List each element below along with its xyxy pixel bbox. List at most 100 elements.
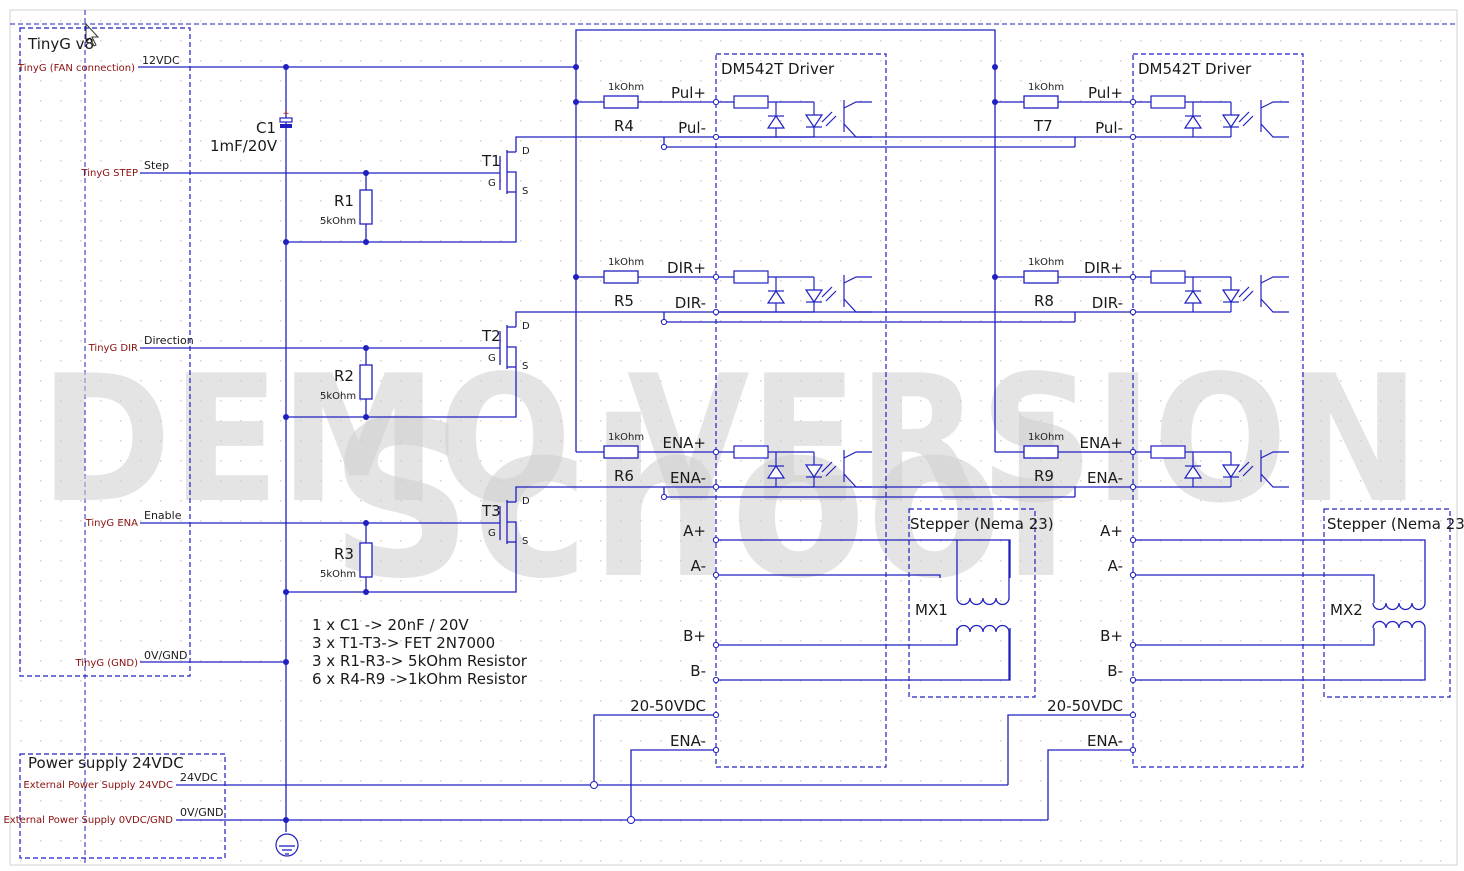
- stepper-2[interactable]: Stepper (Nema 23) MX2: [1323, 508, 1464, 698]
- svg-text:D: D: [522, 146, 530, 157]
- stepper-1-title: Stepper (Nema 23): [910, 515, 1054, 533]
- svg-text:T3: T3: [481, 502, 501, 520]
- resistor-r2[interactable]: R2 5kOhm: [320, 364, 373, 402]
- svg-text:6 x R4-R9 ->1kOhm Resistor: 6 x R4-R9 ->1kOhm Resistor: [312, 670, 528, 688]
- resistor-r1[interactable]: R1 5kOhm: [320, 189, 373, 227]
- pin-fan-connection: TinyG (FAN connection): [17, 63, 135, 74]
- c1-value: 1mF/20V: [210, 137, 278, 155]
- optocoupler-pul: [716, 95, 872, 138]
- svg-text:R4: R4: [614, 117, 634, 135]
- svg-text:ENA+: ENA+: [662, 434, 706, 452]
- driver-2[interactable]: DM542T Driver Pul+ Pul- DIR+ DIR- ENA+ E…: [1047, 53, 1304, 768]
- svg-text:R1: R1: [334, 192, 354, 210]
- stepper-2-title: Stepper (Nema 23): [1327, 515, 1464, 533]
- mosfet-t1[interactable]: T1 D G S: [481, 146, 530, 197]
- capacitor-c1[interactable]: + C1 1mF/20V: [210, 109, 293, 155]
- svg-text:D: D: [522, 496, 530, 507]
- pin-ext-24vdc: External Power Supply 24VDC: [23, 780, 173, 791]
- svg-text:R3: R3: [334, 545, 354, 563]
- driver-1-frame: [715, 53, 887, 768]
- pin-dir: TinyG DIR: [88, 343, 138, 354]
- pin-gnd: TinyG (GND): [75, 658, 139, 669]
- ground-icon: [275, 833, 299, 857]
- pin-connectors: [660, 98, 1137, 754]
- svg-text:B+: B+: [683, 627, 706, 645]
- tinyg-title: TinyG v8: [27, 35, 94, 53]
- net-ext-gnd: 0V/GND: [180, 806, 223, 819]
- stepper-1[interactable]: Stepper (Nema 23) MX1: [908, 508, 1054, 698]
- resistor-r8[interactable]: 1kOhm R8: [1023, 257, 1064, 310]
- driver-1-title: DM542T Driver: [721, 60, 835, 78]
- svg-text:DEMO VERSION: DEMO VERSION: [40, 339, 1420, 542]
- stepper-1-frame: [908, 508, 1036, 698]
- svg-text:B-: B-: [690, 662, 706, 680]
- svg-text:Pul+: Pul+: [1088, 84, 1123, 102]
- svg-text:School: School: [330, 375, 1070, 626]
- svg-text:20-50VDC: 20-50VDC: [1047, 697, 1123, 715]
- svg-text:G: G: [488, 528, 496, 539]
- svg-text:DIR+: DIR+: [1084, 259, 1123, 277]
- driver-2-frame: [1132, 53, 1304, 768]
- svg-text:A-: A-: [691, 557, 706, 575]
- svg-text:G: G: [488, 178, 496, 189]
- mouse-cursor-icon: [85, 22, 100, 47]
- svg-text:1kOhm: 1kOhm: [1028, 82, 1064, 93]
- svg-text:5kOhm: 5kOhm: [320, 391, 356, 402]
- svg-text:G: G: [488, 353, 496, 364]
- net-0v-gnd: 0V/GND: [144, 649, 187, 662]
- svg-text:T7: T7: [1033, 117, 1053, 135]
- svg-text:1kOhm: 1kOhm: [1028, 432, 1064, 443]
- stepper-1-name: MX1: [915, 601, 948, 619]
- coil-b-icon: [956, 624, 1010, 633]
- svg-text:A-: A-: [1108, 557, 1123, 575]
- svg-text:20-50VDC: 20-50VDC: [630, 697, 706, 715]
- resistor-t7[interactable]: 1kOhm T7: [1023, 82, 1064, 135]
- pin-step: TinyG STEP: [80, 168, 138, 179]
- svg-text:Pul-: Pul-: [678, 119, 706, 137]
- coil-a-icon: [956, 597, 1010, 606]
- mosfet-t2[interactable]: T2 D G S: [481, 321, 530, 372]
- resistor-r3[interactable]: R3 5kOhm: [320, 542, 373, 580]
- svg-text:R5: R5: [614, 292, 634, 310]
- svg-text:5kOhm: 5kOhm: [320, 569, 356, 580]
- power-supply-frame: [19, 753, 226, 859]
- coil-b-icon: [1372, 620, 1426, 629]
- junctions: [283, 64, 998, 824]
- net-step: Step: [144, 159, 169, 172]
- stepper-2-name: MX2: [1330, 601, 1363, 619]
- tinyg-block[interactable]: TinyG v8 TinyG (FAN connection) 12VDC Ti…: [17, 27, 194, 677]
- svg-text:Pul+: Pul+: [671, 84, 706, 102]
- svg-text:T2: T2: [481, 327, 501, 345]
- svg-text:DIR+: DIR+: [667, 259, 706, 277]
- optocoupler-ena: [716, 445, 872, 488]
- svg-text:ENA+: ENA+: [1079, 434, 1123, 452]
- svg-text:R2: R2: [334, 367, 354, 385]
- optocoupler-dir: [716, 270, 872, 313]
- svg-text:5kOhm: 5kOhm: [320, 216, 356, 227]
- power-supply-title: Power supply 24VDC: [28, 754, 184, 772]
- svg-text:R9: R9: [1034, 467, 1054, 485]
- svg-text:D: D: [522, 321, 530, 332]
- svg-text:3 x R1-R3-> 5kOhm Resistor: 3 x R1-R3-> 5kOhm Resistor: [312, 652, 528, 670]
- svg-text:DIR-: DIR-: [1092, 294, 1123, 312]
- svg-text:3 x T1-T3-> FET 2N7000: 3 x T1-T3-> FET 2N7000: [312, 634, 495, 652]
- bom-notes: 1 x C1 -> 20nF / 20V 3 x T1-T3-> FET 2N7…: [312, 616, 528, 688]
- resistor-r5[interactable]: 1kOhm R5: [603, 257, 644, 310]
- svg-text:R8: R8: [1034, 292, 1054, 310]
- svg-text:ENA-: ENA-: [670, 732, 706, 750]
- svg-text:S: S: [522, 361, 528, 372]
- resistor-r4[interactable]: 1kOhm R4: [603, 82, 644, 135]
- svg-text:ENA-: ENA-: [1087, 469, 1123, 487]
- driver-1[interactable]: DM542T Driver Pul+ Pul- DIR+ DIR- ENA+ E…: [630, 53, 887, 768]
- mosfet-t3[interactable]: T3 D G S: [481, 496, 530, 547]
- svg-text:1kOhm: 1kOhm: [1028, 257, 1064, 268]
- power-supply-block[interactable]: Power supply 24VDC External Power Supply…: [3, 753, 226, 859]
- stepper-2-frame: [1323, 508, 1451, 698]
- svg-text:A+: A+: [1100, 522, 1123, 540]
- resistor-r6[interactable]: 1kOhm R6: [603, 432, 644, 485]
- svg-text:ENA-: ENA-: [670, 469, 706, 487]
- pin-ext-gnd: External Power Supply 0VDC/GND: [3, 815, 173, 826]
- resistor-r9[interactable]: 1kOhm R9: [1023, 432, 1064, 485]
- svg-text:S: S: [522, 186, 528, 197]
